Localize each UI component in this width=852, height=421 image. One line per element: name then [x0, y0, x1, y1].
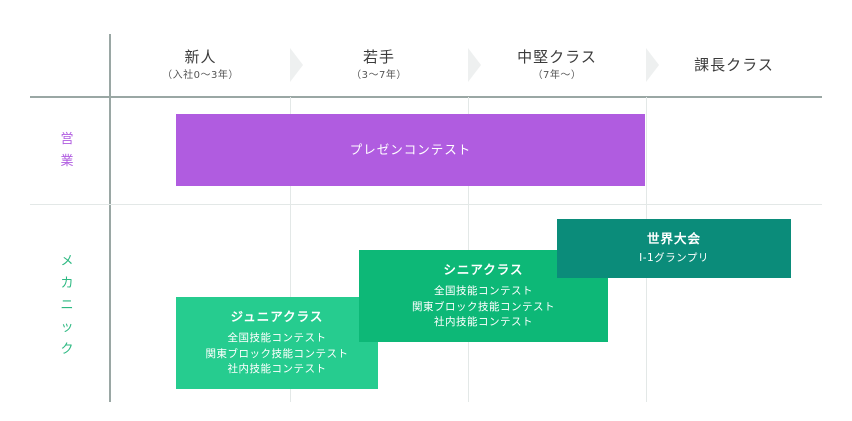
column-header-midlevel: 中堅クラス （7年〜） — [468, 34, 646, 96]
row-label-char: カ — [60, 275, 74, 291]
column-title: 課長クラス — [694, 55, 774, 74]
row-label-char: メ — [60, 253, 74, 269]
row-label-mechanic: メ カ ニ ッ ク — [30, 248, 104, 363]
column-title: 若手 — [362, 47, 395, 66]
column-header-young: 若手 （3〜7年） — [290, 34, 468, 96]
contest-item: 社内技能コンテスト — [434, 316, 533, 329]
column-divider-2 — [468, 97, 469, 402]
block-title: シニアクラス — [443, 262, 524, 278]
contest-item: 関東ブロック技能コンテスト — [412, 300, 555, 313]
column-subtitle: （入社0〜3年） — [162, 69, 239, 81]
row-label-char: 営 — [60, 132, 74, 147]
row-label-sales: 営 業 — [30, 120, 104, 182]
row-label-char: ッ — [60, 319, 74, 335]
contest-item: I-1グランプリ — [639, 252, 709, 265]
block-presentation-contest: プレゼンコンテスト — [176, 114, 645, 186]
column-title: 新人 — [184, 47, 217, 66]
block-world-competition: 世界大会 I-1グランプリ — [557, 219, 791, 278]
contest-item: 社内技能コンテスト — [227, 363, 327, 376]
row-label-char: ク — [60, 341, 74, 357]
column-header-manager: 課長クラス — [646, 34, 822, 96]
contest-item: 全国技能コンテスト — [434, 285, 533, 298]
row-label-char: 業 — [60, 154, 74, 169]
header-divider — [30, 96, 822, 98]
row-label-divider — [109, 34, 111, 402]
block-title: 世界大会 — [646, 231, 701, 247]
contest-item: 関東ブロック技能コンテスト — [205, 347, 349, 360]
column-title: 中堅クラス — [517, 47, 597, 66]
column-subtitle: （3〜7年） — [351, 69, 407, 81]
column-divider-1 — [290, 97, 291, 402]
block-junior-class: ジュニアクラス 全国技能コンテスト 関東ブロック技能コンテスト 社内技能コンテス… — [176, 297, 378, 389]
contest-item: 全国技能コンテスト — [227, 332, 327, 345]
column-subtitle: （7年〜） — [532, 69, 582, 81]
chevron-right-icon — [646, 48, 659, 82]
block-title: ジュニアクラス — [230, 309, 324, 325]
row-label-char: ニ — [60, 297, 74, 313]
row-divider — [30, 204, 822, 205]
chevron-right-icon — [290, 48, 303, 82]
column-header-newcomer: 新人 （入社0〜3年） — [111, 34, 290, 96]
block-title: プレゼンコンテスト — [349, 142, 472, 157]
chevron-right-icon — [468, 48, 481, 82]
